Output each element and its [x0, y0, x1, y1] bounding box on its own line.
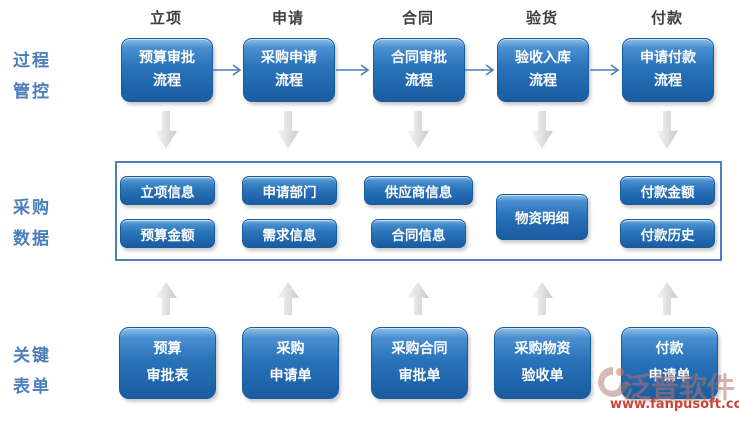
process-box-contract-approval: 合同审批 流程 [373, 38, 465, 102]
data-box-demand-info: 需求信息 [242, 219, 337, 248]
right-arrow-icon [590, 64, 620, 76]
watermark-url: www.fanpusoft.com [610, 397, 739, 412]
up-arrow-icon [277, 282, 299, 315]
process-box-purchase-request: 采购申请 流程 [243, 38, 335, 102]
column-header-initiation: 立项 [149, 9, 182, 27]
right-arrow-icon [212, 64, 242, 76]
down-arrow-icon [277, 111, 299, 149]
up-arrow-icon [155, 282, 177, 315]
column-header-inspection: 验货 [525, 9, 558, 27]
row-label-process-control: 过程 管控 [13, 51, 51, 102]
form-box-payment-request-form: 付款 申请单 [621, 327, 718, 399]
process-box-payment-request: 申请付款 流程 [622, 38, 714, 102]
up-arrow-icon [531, 282, 553, 315]
process-box-receiving-warehousing: 验收入库 流程 [497, 38, 589, 102]
data-box-budget-amount: 预算金额 [120, 219, 215, 248]
data-box-payment-amount: 付款金额 [620, 176, 715, 205]
row-label-key-forms: 关键 表单 [13, 346, 51, 397]
process-box-budget-approval: 预算审批 流程 [121, 38, 213, 102]
down-arrow-icon [656, 111, 678, 149]
right-arrow-icon [336, 64, 370, 76]
column-header-request: 申请 [271, 9, 304, 27]
form-box-purchase-request-form: 采购 申请单 [242, 327, 339, 399]
row-label-procurement-data: 采购 数据 [13, 198, 51, 249]
column-header-payment: 付款 [650, 9, 683, 27]
data-box-request-dept: 申请部门 [242, 176, 337, 205]
down-arrow-icon [155, 111, 177, 149]
data-box-project-info: 立项信息 [120, 176, 215, 205]
data-box-contract-info: 合同信息 [371, 219, 466, 248]
up-arrow-icon [407, 282, 429, 315]
form-box-budget-approval-form: 预算 审批表 [119, 327, 216, 399]
data-box-supplier-info: 供应商信息 [364, 176, 473, 205]
column-header-contract: 合同 [401, 9, 434, 27]
right-arrow-icon [465, 64, 495, 76]
form-box-contract-approval-form: 采购合同 审批单 [371, 327, 468, 399]
data-box-payment-history: 付款历史 [620, 219, 715, 248]
form-box-material-acceptance-form: 采购物资 验收单 [494, 327, 591, 399]
down-arrow-icon [407, 111, 429, 149]
up-arrow-icon [656, 282, 678, 315]
data-box-material-detail: 物资明细 [496, 194, 588, 240]
down-arrow-icon [531, 111, 553, 149]
